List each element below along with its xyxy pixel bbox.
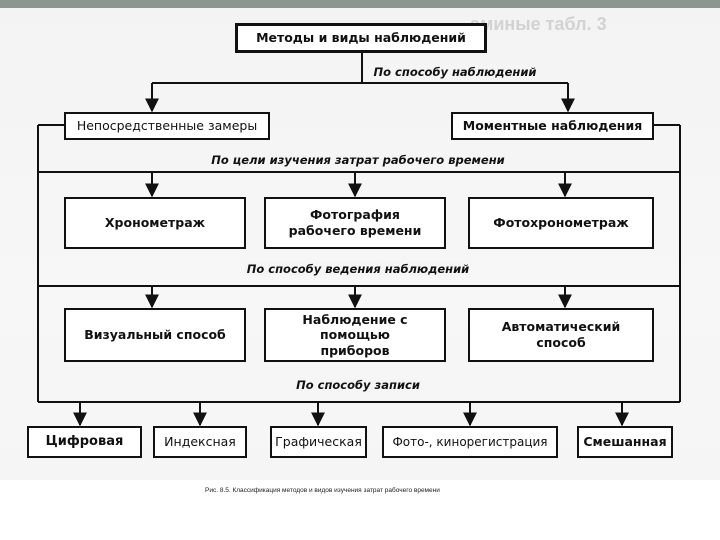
node-work-time-photography-label: Фотография рабочего времени [288,207,422,238]
node-chronometry: Хронометраж [64,197,246,249]
node-photochronometry: Фотохронометраж [468,197,654,249]
node-direct-measurements-label: Непосредственные замеры [76,118,258,134]
node-direct-measurements: Непосредственные замеры [64,112,270,140]
node-index-label: Индексная [164,434,236,450]
node-automatic-method-label: Автоматический способ [501,319,621,350]
edge-label-by-method: По способу наблюдений [371,65,539,79]
edge-label-by-conduct: По способу ведения наблюдений [244,262,472,276]
edge-label-by-recording: По способу записи [294,378,422,392]
node-chronometry-label: Хронометраж [104,215,206,231]
node-photo-film-label: Фото-, кинорегистрация [392,434,548,449]
node-mixed-label: Смешанная [583,434,667,450]
node-visual-method-label: Визуальный способ [84,327,226,343]
node-graphic: Графическая [270,426,367,458]
node-instrument-observation-label: Наблюдение с помощью приборов [302,311,408,358]
node-root: Методы и виды наблюдений [235,23,487,53]
edge-label-by-purpose: По цели изучения затрат рабочего времени [209,153,507,167]
figure-caption: Рис. 8.5. Классификация методов и видов … [205,487,440,494]
node-digital-label: Цифровая [45,433,124,449]
node-automatic-method: Автоматический способ [468,308,654,362]
node-digital: Цифровая [27,426,142,458]
slide-top-bar [0,0,720,8]
node-graphic-label: Графическая [275,434,362,450]
node-index: Индексная [153,426,247,458]
node-mixed: Смешанная [577,426,673,458]
node-photo-film: Фото-, кинорегистрация [382,426,558,458]
node-photochronometry-label: Фотохронометраж [493,215,629,231]
node-momentary-observations: Моментные наблюдения [451,112,654,140]
node-visual-method: Визуальный способ [64,308,246,362]
node-root-label: Методы и виды наблюдений [256,30,466,46]
node-instrument-observation: Наблюдение с помощью приборов [264,308,446,362]
node-work-time-photography: Фотография рабочего времени [264,197,446,249]
bleed-through-text: аминые табл. 3 [470,14,607,34]
node-momentary-observations-label: Моментные наблюдения [462,118,643,134]
